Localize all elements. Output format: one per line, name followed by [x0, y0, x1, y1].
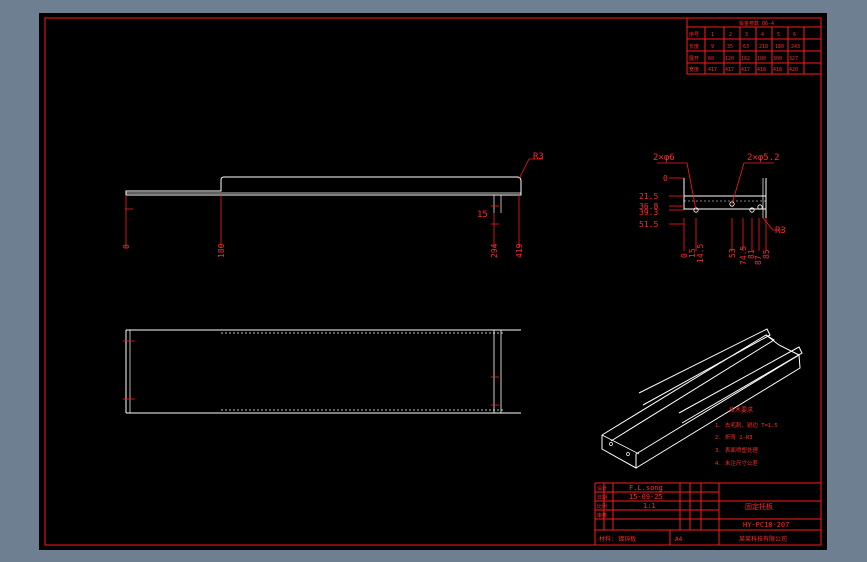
front-dim-x: 180 — [217, 243, 226, 258]
param-cell: 长度 — [689, 43, 699, 50]
sheet-size: A4 — [675, 536, 683, 543]
company-name: 某某科技有限公司 — [739, 535, 787, 543]
side-radius-label: R3 — [775, 226, 786, 236]
side-hole-right-label: 2×φ5.2 — [747, 153, 780, 163]
side-dim-x: 87 — [754, 255, 763, 265]
side-hole-left-label: 2×φ6 — [653, 153, 675, 163]
param-cell: 300 — [773, 56, 782, 62]
param-header: 2 — [729, 32, 732, 38]
param-table-title: 钣金参数 Q6-4 — [739, 20, 774, 27]
param-cell: 35 — [727, 44, 733, 50]
front-dim-x: 0 — [122, 244, 131, 249]
drawing-date: 15-09-25 — [629, 493, 663, 501]
front-radius-label: R3 — [533, 152, 544, 162]
param-header: 1 — [711, 32, 714, 38]
param-cell: 60 — [708, 56, 714, 62]
top-view[interactable] — [123, 329, 521, 414]
param-cell: 180 — [757, 56, 766, 62]
param-header: 6 — [793, 32, 796, 38]
side-dim-x: 53 — [728, 248, 737, 258]
param-cell: 243 — [791, 44, 800, 50]
param-cell: 9 — [711, 44, 714, 50]
front-view[interactable]: R3 15 0 180 294 419 — [122, 152, 544, 258]
drawing-border — [44, 17, 822, 546]
param-header: 3 — [745, 32, 748, 38]
side-dim-x: 0 — [680, 253, 689, 258]
param-cell: 182 — [741, 56, 750, 62]
title-row-label: 审核 — [597, 512, 607, 519]
side-dim-y: 51.5 — [639, 220, 658, 229]
param-header: 4 — [761, 32, 764, 38]
side-dim-y: 21.5 — [639, 192, 658, 201]
param-cell: 63 — [743, 44, 749, 50]
side-dim-y: 36.8 — [639, 202, 658, 211]
notes-item: 2. 折弯 2-R3 — [715, 433, 753, 441]
title-row-label: 设计 — [597, 485, 607, 492]
notes-item: 3. 表面喷塑处理 — [715, 446, 758, 454]
side-view[interactable]: 2×φ6 2×φ5.2 0 21.5 36.8 39.3 51.5 R3 0 1… — [639, 153, 786, 265]
side-dim-x: 74.5 — [739, 246, 748, 265]
param-cell: 展开 — [689, 56, 699, 62]
title-row-label: 日期 — [597, 495, 607, 501]
side-dim-y: 0 — [663, 174, 668, 183]
side-dim-x: 81 — [747, 249, 756, 259]
part-name: 固定托板 — [745, 502, 773, 511]
title-block: 设计 日期 比例 审核 F.L.song 15-09-25 1:1 固定托板 H… — [594, 482, 822, 546]
title-row-label: 比例 — [597, 503, 607, 510]
technical-notes: 技术要求 1. 去毛刺，锐边 T=1.5 2. 折弯 2-R3 3. 表面喷塑处… — [715, 406, 778, 467]
side-dim-y: 39.3 — [639, 208, 658, 217]
parameter-table: 钣金参数 Q6-4 序号 1 2 3 4 5 6 长度 9 35 63 218 … — [686, 17, 822, 75]
side-dim-x: 15 — [688, 248, 697, 258]
param-cell: 327 — [789, 56, 798, 62]
side-dim-x: 14.5 — [696, 244, 705, 263]
side-dim-x: 85 — [762, 249, 771, 259]
param-cell: 417 — [708, 67, 717, 73]
drawing-viewport[interactable]: 钣金参数 Q6-4 序号 1 2 3 4 5 6 长度 9 35 63 218 … — [39, 13, 827, 550]
param-cell: 120 — [725, 56, 734, 62]
drawing-number: HY-PC18-207 — [743, 521, 789, 529]
drawing-scale: 1:1 — [643, 502, 656, 510]
param-cell: 417 — [741, 67, 750, 73]
front-gap-label: 15 — [477, 210, 488, 220]
designer-name: F.L.song — [629, 484, 663, 492]
param-cell: 420 — [789, 67, 798, 73]
param-cell: 180 — [775, 44, 784, 50]
param-cell: 218 — [759, 44, 768, 50]
param-cell: 417 — [725, 67, 734, 73]
param-cell: 宽度 — [689, 66, 699, 73]
param-header: 序号 — [689, 31, 699, 38]
param-header: 5 — [777, 32, 780, 38]
front-dim-x: 294 — [490, 243, 499, 258]
param-cell: 418 — [773, 67, 782, 73]
drawing-canvas[interactable]: 钣金参数 Q6-4 序号 1 2 3 4 5 6 长度 9 35 63 218 … — [39, 13, 827, 550]
material-label: 材料: 镀锌板 — [599, 535, 636, 543]
isometric-view[interactable] — [601, 328, 803, 469]
notes-item: 4. 未注尺寸公差 — [715, 459, 758, 467]
notes-title: 技术要求 — [729, 406, 753, 414]
param-cell: 418 — [757, 67, 766, 73]
notes-item: 1. 去毛刺，锐边 T=1.5 — [715, 421, 778, 429]
front-dim-x: 419 — [515, 243, 524, 258]
